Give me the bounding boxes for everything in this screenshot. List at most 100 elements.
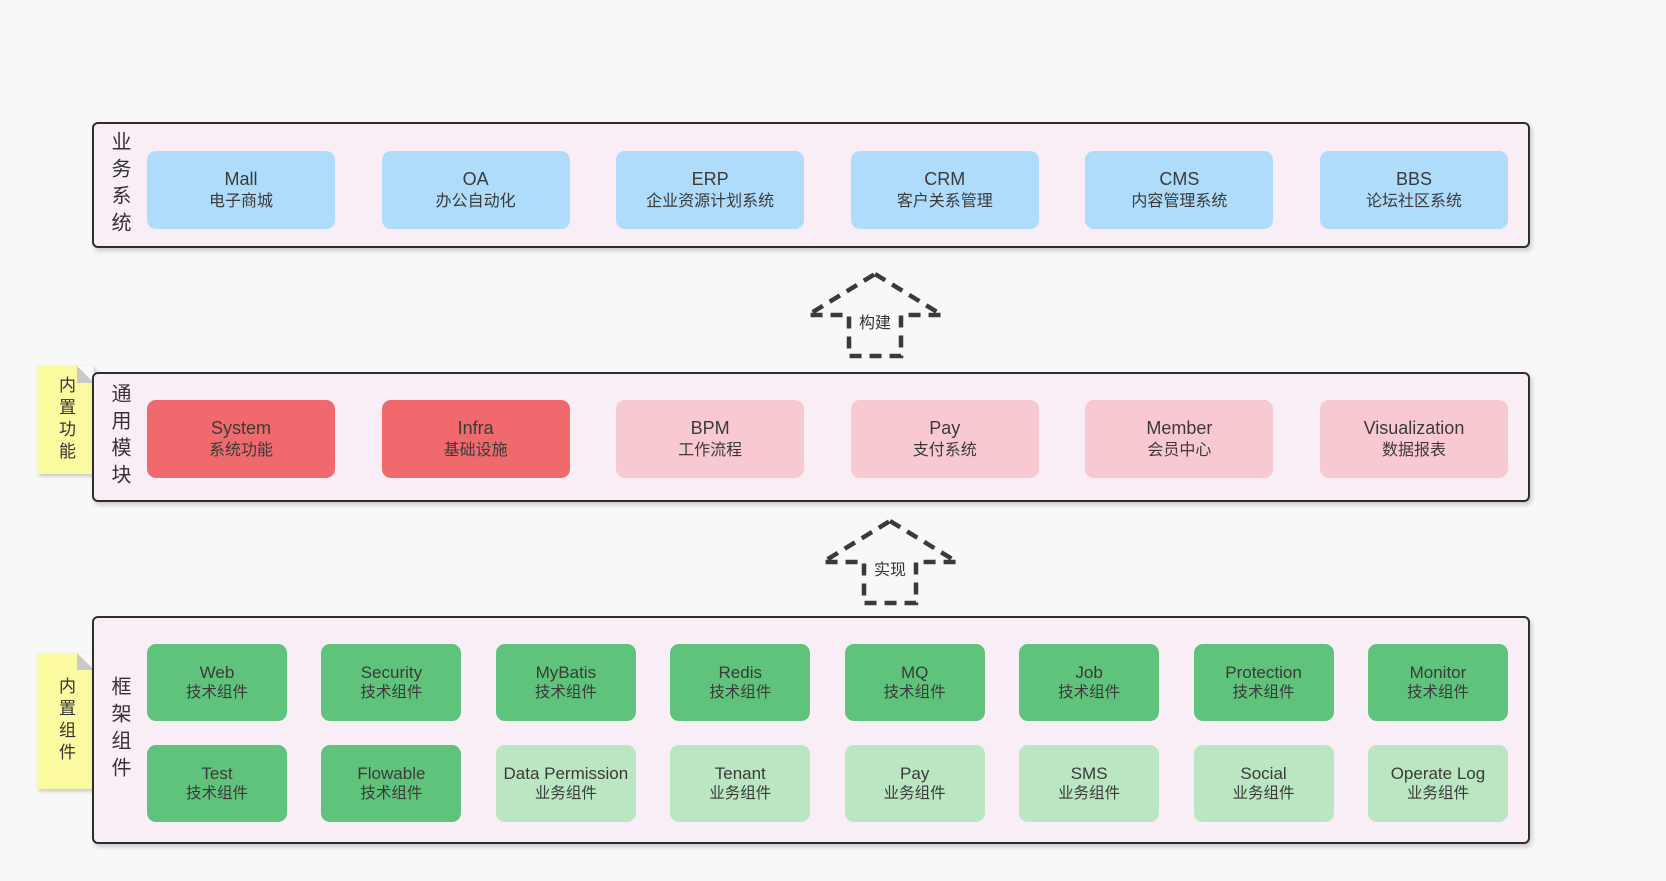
box-title: MQ [900, 662, 929, 682]
box-test-component: Test 技术组件 [147, 745, 287, 822]
box-subtitle: 技术组件 [1058, 684, 1121, 702]
folded-corner-icon [77, 653, 94, 670]
box-tenant-component: Tenant 业务组件 [670, 745, 811, 822]
box-title: Protection [1225, 662, 1302, 682]
builtin-components-note: 内置组件 [37, 653, 94, 789]
box-cms: CMS 内容管理系统 [1085, 151, 1274, 229]
box-title: CMS [1159, 168, 1200, 189]
box-title: Infra [457, 417, 494, 438]
box-monitor-component: Monitor 技术组件 [1367, 644, 1508, 721]
box-title: Social [1240, 763, 1287, 783]
box-subtitle: 技术组件 [883, 684, 946, 702]
box-pay-component: Pay 业务组件 [844, 745, 985, 822]
box-subtitle: 支付系统 [912, 442, 977, 460]
box-web-component: Web 技术组件 [147, 644, 287, 721]
box-title: Tenant [714, 763, 766, 783]
box-title: Data Permission [503, 763, 629, 783]
box-title: Security [360, 662, 423, 682]
box-crm: CRM 客户关系管理 [850, 151, 1039, 229]
box-title: Test [201, 763, 233, 783]
box-title: Monitor [1409, 662, 1467, 682]
box-title: Flowable [357, 763, 426, 783]
box-infra: Infra 基础设施 [381, 400, 570, 478]
box-data-permission-component: Data Permission 业务组件 [495, 745, 636, 822]
box-title: Redis [718, 662, 762, 682]
box-title: System [210, 417, 271, 438]
box-subtitle: 业务组件 [534, 785, 597, 803]
box-subtitle: 技术组件 [1232, 684, 1295, 702]
box-erp: ERP 企业资源计划系统 [616, 151, 805, 229]
box-title: Web [199, 662, 235, 682]
box-subtitle: 技术组件 [185, 684, 248, 702]
box-subtitle: 技术组件 [1406, 684, 1469, 702]
components-box-row-2: Test 技术组件 Flowable 技术组件 Data Permission … [147, 745, 1508, 822]
box-subtitle: 企业资源计划系统 [646, 193, 775, 211]
box-mybatis-component: MyBatis 技术组件 [495, 644, 636, 721]
box-subtitle: 技术组件 [360, 785, 423, 803]
box-subtitle: 技术组件 [534, 684, 597, 702]
build-arrow: 构建 [805, 271, 945, 359]
box-job-component: Job 技术组件 [1019, 644, 1160, 721]
panel-title: 通用模块 [108, 383, 130, 491]
box-subtitle: 技术组件 [360, 684, 423, 702]
box-subtitle: 会员中心 [1147, 442, 1212, 460]
box-subtitle: 技术组件 [709, 684, 772, 702]
box-title: Pay [900, 763, 930, 783]
box-pay-system: Pay 支付系统 [850, 400, 1039, 478]
box-redis-component: Redis 技术组件 [670, 644, 811, 721]
box-security-component: Security 技术组件 [321, 644, 462, 721]
box-social-component: Social 业务组件 [1193, 745, 1334, 822]
modules-box-row: System 系统功能 Infra 基础设施 BPM 工作流程 Pay 支付系统… [147, 400, 1508, 478]
box-mq-component: MQ 技术组件 [844, 644, 985, 721]
box-title: Pay [929, 417, 961, 438]
arrow-label: 构建 [855, 309, 895, 333]
box-subtitle: 办公自动化 [435, 193, 516, 211]
folded-corner-icon [77, 366, 94, 383]
box-subtitle: 业务组件 [883, 785, 946, 803]
note-label: 内置功能 [56, 376, 75, 464]
box-subtitle: 业务组件 [1058, 785, 1121, 803]
box-subtitle: 内容管理系统 [1131, 193, 1228, 211]
box-title: MyBatis [535, 662, 597, 682]
up-arrow-icon [820, 518, 960, 606]
panel-title: 框架组件 [108, 676, 130, 784]
box-subtitle: 业务组件 [1406, 785, 1469, 803]
box-subtitle: 工作流程 [678, 442, 743, 460]
box-subtitle: 基础设施 [443, 442, 508, 460]
box-system: System 系统功能 [147, 400, 335, 478]
box-title: Visualization [1363, 417, 1465, 438]
up-arrow-icon [805, 271, 945, 359]
box-bpm: BPM 工作流程 [616, 400, 805, 478]
box-title: CRM [924, 168, 966, 189]
box-oa: OA 办公自动化 [381, 151, 570, 229]
box-title: BBS [1395, 168, 1432, 189]
common-modules-panel: 通用模块 System 系统功能 Infra 基础设施 BPM 工作流程 Pay… [92, 372, 1530, 502]
box-subtitle: 论坛社区系统 [1365, 193, 1462, 211]
box-subtitle: 技术组件 [185, 785, 248, 803]
arrow-label: 实现 [870, 556, 910, 580]
box-title: Job [1075, 662, 1103, 682]
business-systems-panel: 业务系统 Mall 电子商城 OA 办公自动化 ERP 企业资源计划系统 CRM… [92, 122, 1530, 248]
box-title: Operate Log [1390, 763, 1486, 783]
box-title: Member [1146, 417, 1213, 438]
box-title: SMS [1070, 763, 1108, 783]
box-title: Mall [224, 168, 258, 189]
components-box-row-1: Web 技术组件 Security 技术组件 MyBatis 技术组件 Redi… [147, 644, 1508, 721]
panel-title: 业务系统 [108, 131, 130, 239]
box-subtitle: 数据报表 [1381, 442, 1446, 460]
box-mall: Mall 电子商城 [147, 151, 335, 229]
box-visualization: Visualization 数据报表 [1319, 400, 1508, 478]
box-subtitle: 业务组件 [709, 785, 772, 803]
box-subtitle: 系统功能 [208, 442, 273, 460]
box-subtitle: 客户关系管理 [896, 193, 993, 211]
box-title: ERP [691, 168, 729, 189]
box-protection-component: Protection 技术组件 [1193, 644, 1334, 721]
business-box-row: Mall 电子商城 OA 办公自动化 ERP 企业资源计划系统 CRM 客户关系… [147, 151, 1508, 229]
box-member: Member 会员中心 [1085, 400, 1274, 478]
box-operate-log-component: Operate Log 业务组件 [1367, 745, 1508, 822]
box-subtitle: 业务组件 [1232, 785, 1295, 803]
implement-arrow: 实现 [820, 518, 960, 606]
box-subtitle: 电子商城 [208, 193, 273, 211]
box-bbs: BBS 论坛社区系统 [1319, 151, 1508, 229]
